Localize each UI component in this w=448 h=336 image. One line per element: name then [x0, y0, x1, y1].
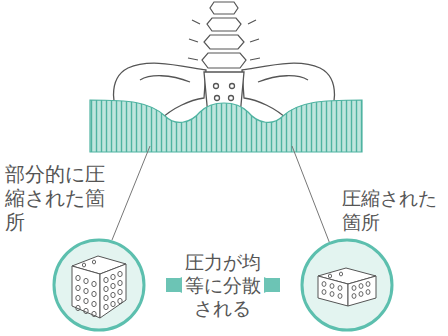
circle-outline: [300, 238, 394, 332]
circle-outline: [52, 238, 146, 332]
cushion: [90, 100, 362, 152]
edge-label: 圧力が均等に分散される: [182, 250, 264, 321]
part-label: 圧縮された箇所: [342, 186, 441, 234]
spine: [188, 2, 260, 68]
detail-circle: 圧縮された箇所: [300, 238, 394, 332]
circle-shape: [54, 240, 144, 330]
part-label: 部分的に圧縮された箇所: [5, 162, 105, 234]
detail-circle: 部分的に圧縮された箇所: [52, 238, 146, 332]
leader-line: [292, 146, 330, 244]
leader-line: [112, 146, 150, 240]
circle-shape: [302, 240, 392, 330]
